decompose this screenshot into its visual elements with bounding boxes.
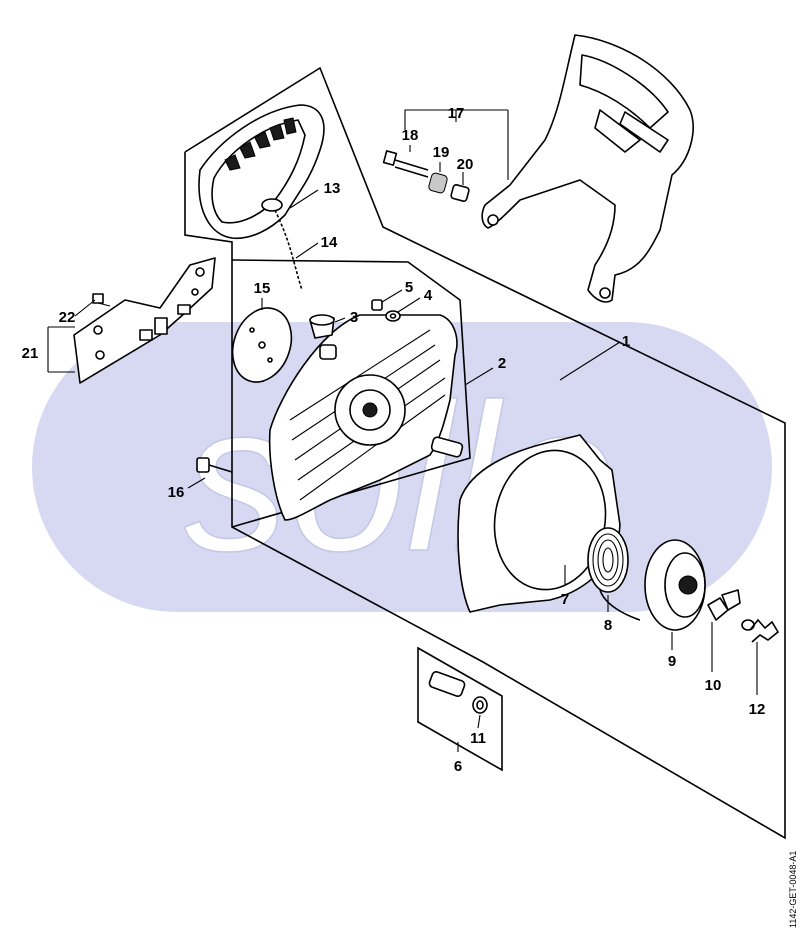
callout-17: 17 [448,105,465,122]
bushing-19 [428,172,448,194]
callout-2: 2 [498,355,506,372]
callout-11: 11 [470,730,486,747]
document-code: 1142-GET-0048-A1 [788,851,798,928]
callout-21: 21 [22,345,39,362]
disc-15 [231,307,293,383]
callout-20: 20 [457,156,474,173]
washer-11 [472,696,488,714]
callout-16: 16 [168,484,185,501]
callout-22: 22 [59,309,76,326]
callout-6: 6 [454,758,462,775]
screw-16 [196,457,233,473]
leader-lines [47,109,758,752]
rewind-spring-8 [587,527,641,621]
callout-4: 4 [424,287,433,304]
rope-rotor-9 [644,539,706,631]
pawl-10 [707,589,741,621]
callout-7: 7 [561,591,569,608]
callout-13: 13 [324,180,341,197]
stud-6 [428,670,466,698]
callout-8: 8 [604,617,612,634]
callout-15: 15 [254,280,271,297]
callout-19: 19 [433,144,450,161]
hand-guard [481,34,694,303]
spring-clip-12 [749,618,780,643]
screw-5 [371,299,383,311]
callout-14: 14 [321,234,338,251]
callout-10: 10 [705,677,722,694]
callout-3: 3 [350,309,358,326]
pin [430,436,464,458]
screw-22 [92,293,111,307]
sleeve-20 [450,184,470,202]
fan-housing-7 [457,434,621,613]
starter-housing-2 [268,314,458,521]
callout-9: 9 [668,653,676,670]
part-6-box [417,646,503,772]
callout-1: 1 [622,333,630,350]
main-assembly-outline [184,66,786,840]
starter-rope-14 [274,209,303,291]
bracket-21 [73,257,216,384]
callout-12: 12 [749,701,766,718]
cap-3 [309,314,335,339]
callout-labels: 1 2 3 4 5 6 7 8 9 10 11 12 13 14 15 16 1… [22,105,766,775]
screw-18 [382,150,429,178]
callout-5: 5 [405,279,413,296]
washer-4 [385,310,401,322]
starter-grip-13 [198,104,325,240]
callout-18: 18 [402,127,419,144]
